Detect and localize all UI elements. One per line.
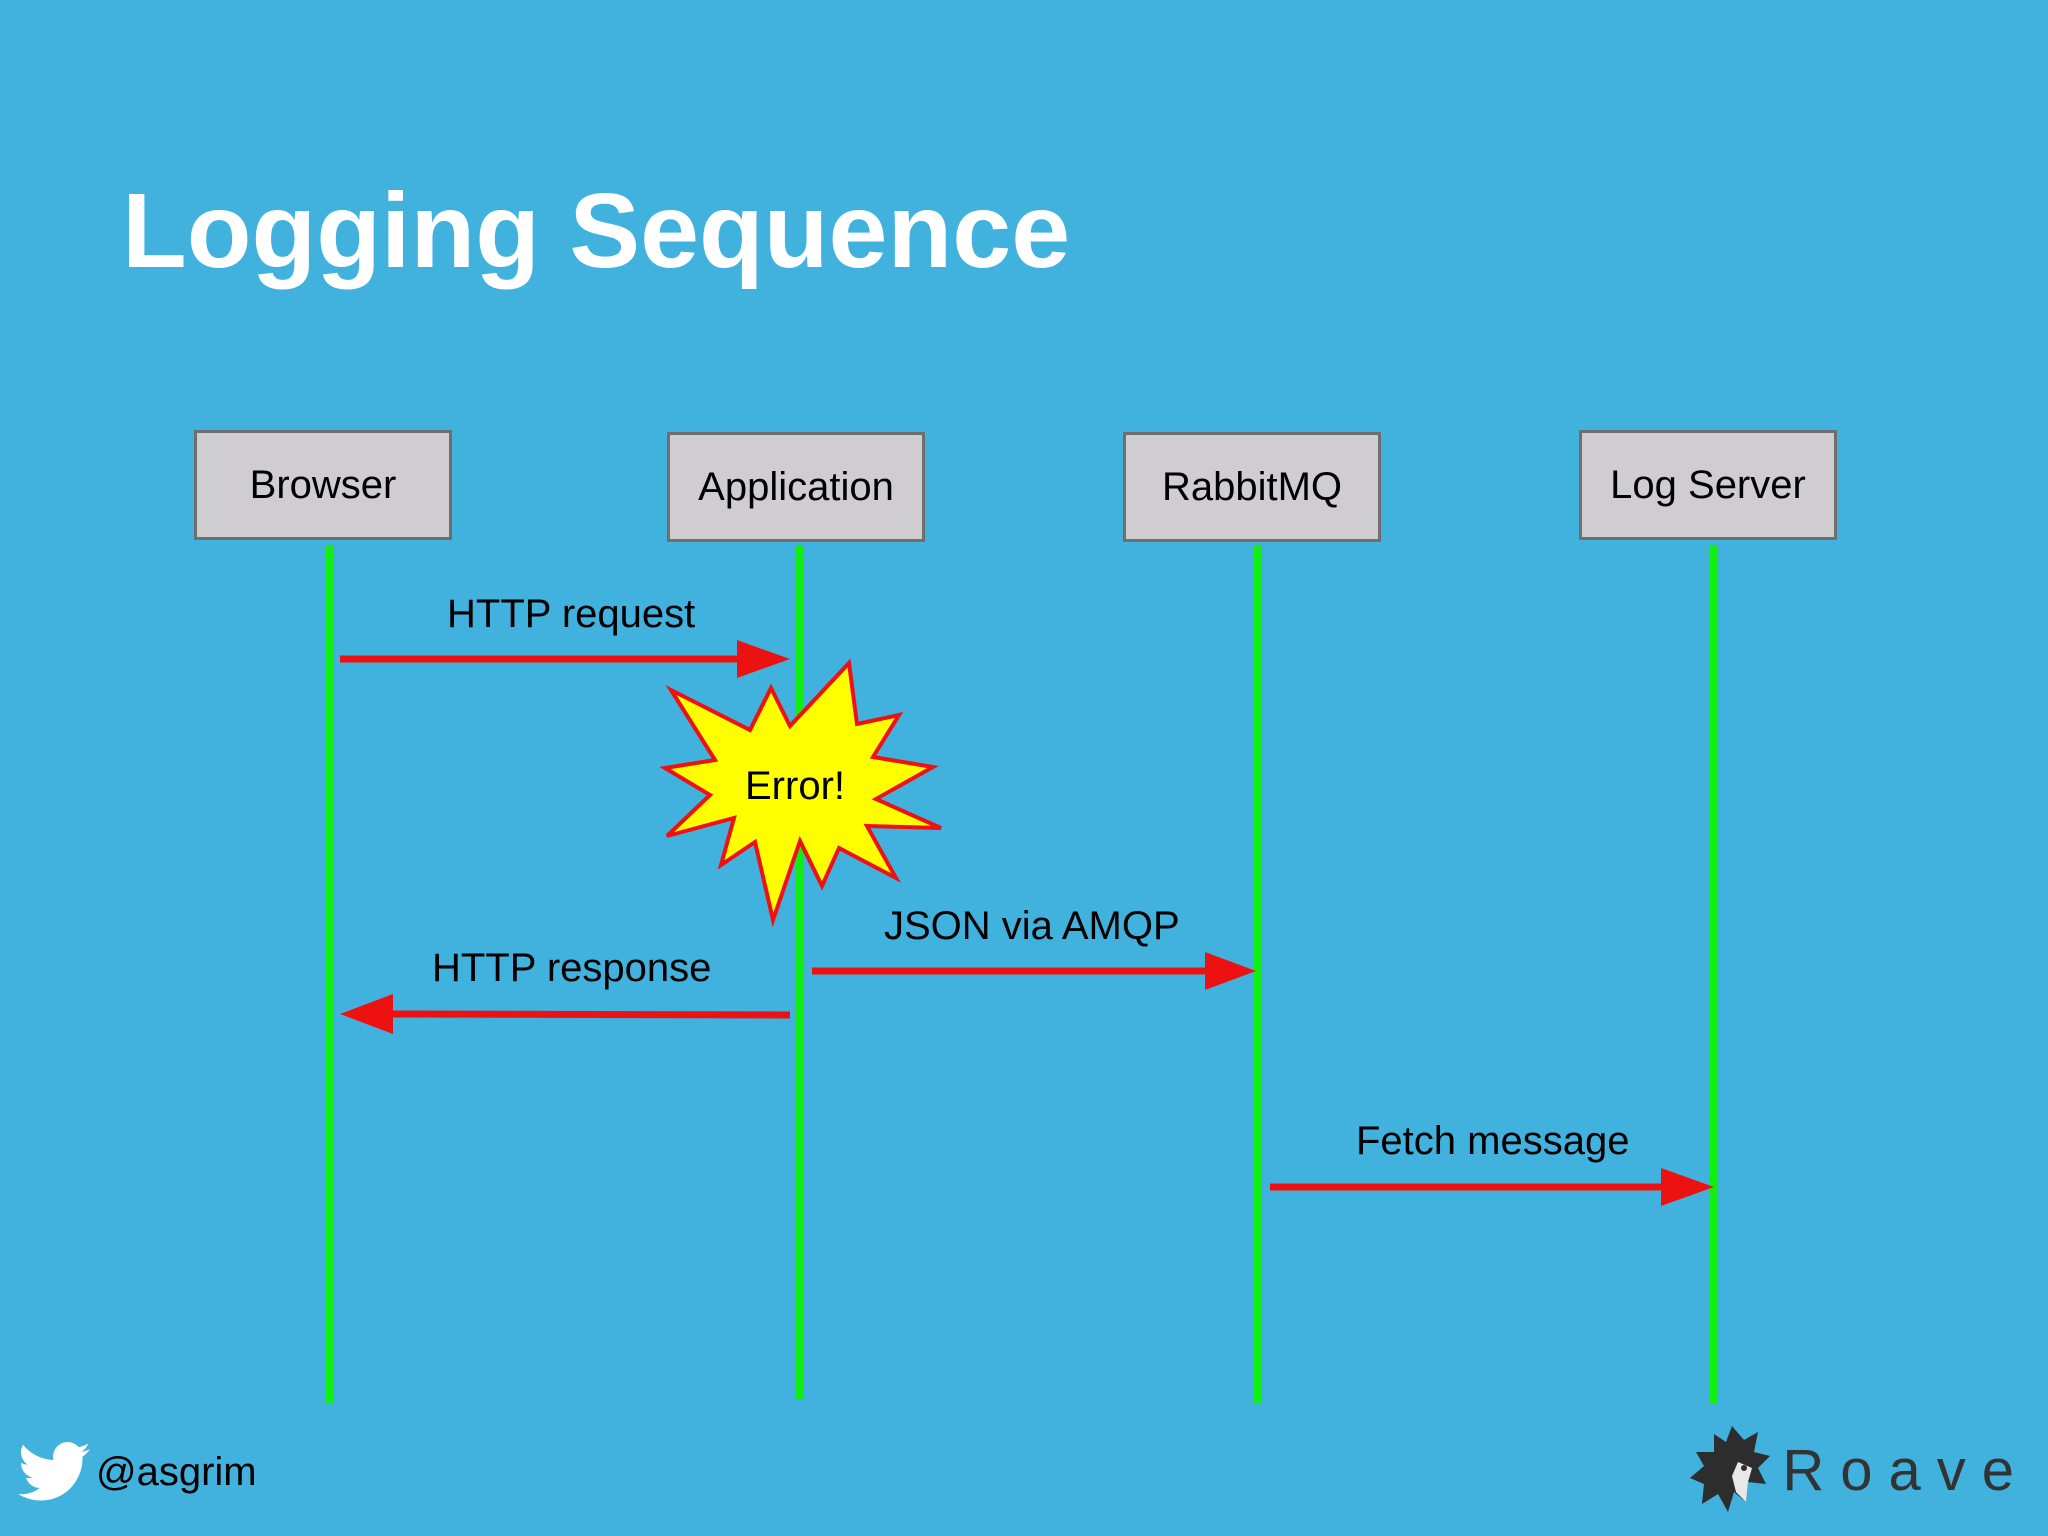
lifeline-rabbitmq (1254, 545, 1262, 1403)
error-burst (659, 658, 942, 928)
actor-log-server: Log Server (1579, 430, 1837, 540)
slide-title: Logging Sequence (122, 172, 1071, 290)
lifeline-browser (326, 545, 334, 1403)
error-label: Error! (745, 764, 845, 808)
actor-label: Browser (249, 462, 397, 507)
arrow-fetch-message (1270, 1168, 1714, 1206)
actor-browser: Browser (194, 430, 452, 540)
message-label-fetch-message: Fetch message (1356, 1119, 1630, 1163)
twitter-credit: @asgrim (18, 1442, 257, 1502)
actor-label: RabbitMQ (1161, 464, 1343, 509)
lifeline-application (796, 545, 804, 1400)
arrow-http-response (340, 994, 791, 1034)
arrow-json-via-amqp (812, 952, 1256, 990)
message-label-http-request: HTTP request (447, 592, 696, 636)
twitter-handle: @asgrim (96, 1449, 257, 1494)
message-label-http-response: HTTP response (432, 946, 712, 990)
brand-name: Roave (1782, 1437, 2030, 1503)
actor-application: Application (667, 432, 925, 542)
actor-label: Log Server (1610, 462, 1806, 507)
arrow-http-request (340, 640, 790, 678)
brand-logo: Roave (1688, 1422, 2030, 1518)
message-label-json-via-amqp: JSON via AMQP (884, 904, 1180, 948)
actor-label: Application (698, 464, 894, 509)
twitter-bird-icon (18, 1442, 90, 1501)
error-burst-shape (659, 658, 942, 928)
lifeline-log-server (1710, 545, 1718, 1403)
actor-rabbitmq: RabbitMQ (1123, 432, 1381, 542)
roave-dog-logo (1690, 1426, 1771, 1512)
